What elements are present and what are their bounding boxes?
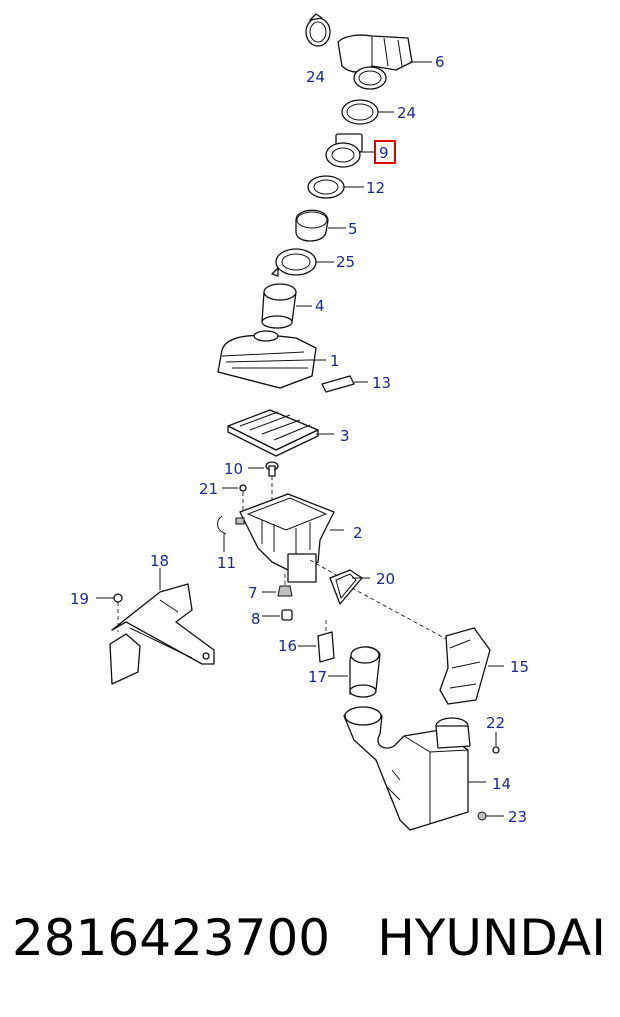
callout-22: 22 (486, 714, 505, 732)
callout-11: 11 (217, 554, 236, 572)
callout-9: 9 (379, 144, 389, 162)
grommet-part-8 (262, 609, 293, 621)
clamp-part-25 (271, 248, 334, 277)
clamp-part-12 (307, 175, 364, 199)
hose-part-5 (295, 209, 346, 242)
callout-9-highlight-box (374, 140, 396, 164)
nut-part-23 (477, 811, 504, 821)
exploded-parts-diagram: 24 6 24 9 12 5 25 4 1 13 3 10 21 2 11 18… (70, 13, 529, 831)
bolt-part-10 (248, 461, 279, 516)
callout-2: 2 (353, 524, 363, 542)
clamp-part-24-middle (341, 99, 394, 125)
screw-part-21 (222, 484, 247, 514)
callout-16: 16 (278, 637, 297, 655)
grommet-part-7 (262, 574, 293, 597)
callout-23: 23 (508, 808, 527, 826)
callout-13: 13 (372, 374, 391, 392)
callout-4: 4 (315, 297, 325, 315)
hose-part-4 (261, 283, 312, 329)
callout-12: 12 (366, 179, 385, 197)
callout-10: 10 (224, 460, 243, 478)
callout-20: 20 (376, 570, 395, 588)
intake-duct-part-6 (337, 34, 432, 90)
brand-name: HYUNDAI (377, 909, 606, 967)
bracket-part-18 (109, 568, 215, 685)
resonator-part-14 (343, 706, 486, 831)
bracket-part-16 (298, 620, 335, 663)
callout-15: 15 (510, 658, 529, 676)
airflow-sensor-part-9 (325, 133, 376, 168)
callout-19: 19 (70, 590, 89, 608)
callout-18: 18 (150, 552, 169, 570)
callout-25: 25 (336, 253, 355, 271)
clamp-part-24-top (305, 13, 331, 47)
callout-14: 14 (492, 775, 511, 793)
air-filter-part-3 (227, 409, 334, 457)
callout-17: 17 (308, 668, 327, 686)
callout-24-middle: 24 (397, 104, 416, 122)
callout-6: 6 (435, 53, 445, 71)
gasket-part-20 (309, 559, 449, 641)
air-cleaner-cover-part-1 (217, 330, 326, 389)
bolt-part-22 (492, 732, 500, 754)
callout-3: 3 (340, 427, 350, 445)
duct-part-15 (439, 627, 504, 705)
bolt-part-19 (96, 593, 123, 632)
clip-part-11 (217, 515, 227, 552)
part-number: 2816423700 (12, 909, 331, 967)
duct-part-17 (328, 646, 381, 698)
callout-1: 1 (330, 352, 340, 370)
label-plate-part-13 (321, 375, 368, 393)
callout-7: 7 (248, 584, 258, 602)
callout-24-top: 24 (306, 68, 325, 86)
callout-21: 21 (199, 480, 218, 498)
callout-8: 8 (251, 610, 261, 628)
callout-5: 5 (348, 220, 358, 238)
air-cleaner-body-part-2 (235, 493, 344, 583)
